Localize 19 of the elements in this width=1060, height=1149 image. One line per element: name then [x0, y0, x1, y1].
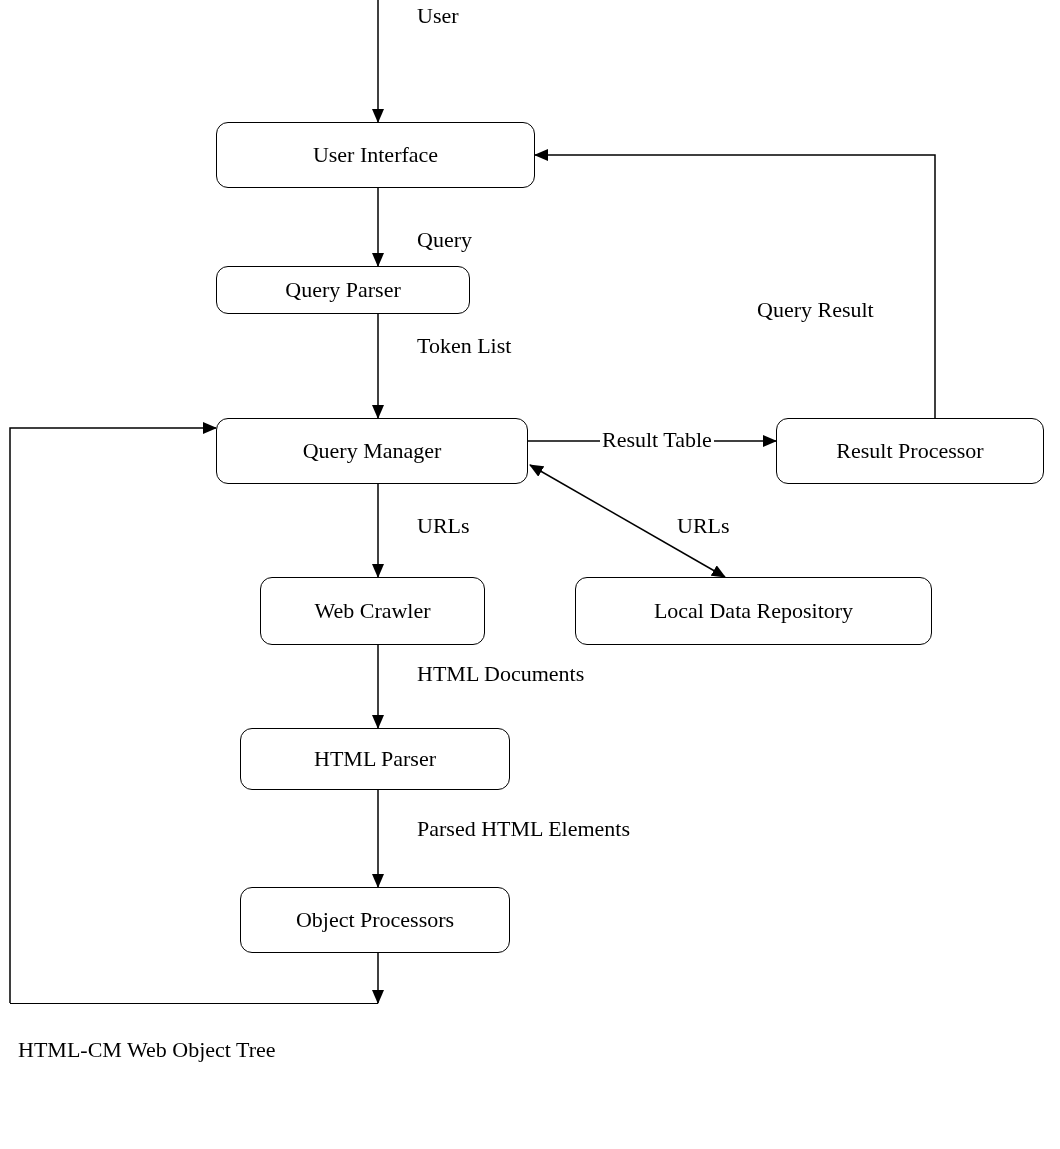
arrow	[372, 0, 384, 123]
process-box: Web Crawler	[260, 577, 485, 645]
arrow	[372, 789, 384, 888]
process-box: Object Processors	[240, 887, 510, 953]
output-label: HTML-CM Web Object Tree	[10, 1003, 378, 1063]
arrow	[534, 149, 936, 419]
process-box: User Interface	[216, 122, 535, 188]
arrow	[372, 187, 384, 267]
process-box: Local Data Repository	[575, 577, 932, 645]
arrow	[529, 464, 726, 578]
process-box: HTML Parser	[240, 728, 510, 790]
process-box: Query Manager	[216, 418, 528, 484]
process-box: Query Parser	[216, 266, 470, 314]
arrow	[372, 644, 384, 729]
arrow	[372, 313, 384, 419]
process-box: Result Processor	[776, 418, 1044, 484]
arrow	[372, 952, 384, 1004]
arrow	[372, 483, 384, 578]
arrow	[9, 422, 217, 1004]
